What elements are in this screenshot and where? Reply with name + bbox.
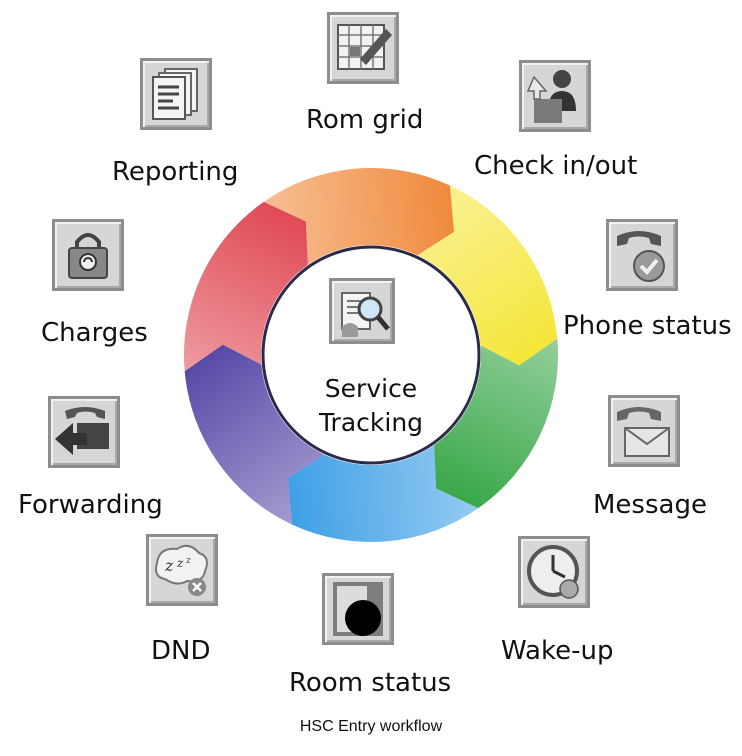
item-label-phone-status: Phone status bbox=[563, 311, 732, 341]
ring-segment bbox=[184, 344, 325, 525]
item-label-rom-grid: Rom grid bbox=[306, 105, 424, 135]
phone-status-icon bbox=[606, 219, 678, 291]
svg-text:z: z bbox=[176, 556, 184, 570]
clock-icon bbox=[518, 536, 590, 608]
message-icon bbox=[608, 395, 680, 467]
item-label-forwarding: Forwarding bbox=[18, 490, 163, 520]
reporting-icon bbox=[140, 58, 212, 130]
item-label-reporting: Reporting bbox=[112, 157, 239, 187]
caption: HSC Entry workflow bbox=[299, 718, 443, 735]
item-label-room-status: Room status bbox=[289, 668, 452, 698]
center-label: Service Tracking bbox=[304, 372, 438, 440]
ring-segment bbox=[417, 185, 558, 366]
ring-segment bbox=[184, 201, 308, 372]
center-label-line2: Tracking bbox=[318, 408, 424, 437]
charges-icon bbox=[52, 219, 124, 291]
svg-text:z: z bbox=[164, 556, 174, 575]
room-grid-icon bbox=[327, 12, 399, 84]
item-label-message: Message bbox=[593, 490, 707, 520]
ring-segment bbox=[287, 445, 479, 542]
check-in-out-icon bbox=[519, 60, 591, 132]
magnifier-document-icon bbox=[329, 278, 395, 344]
item-label-dnd: DND bbox=[151, 636, 211, 666]
room-status-icon bbox=[322, 573, 394, 645]
item-label-wake-up: Wake-up bbox=[501, 636, 614, 666]
ring-segment bbox=[263, 168, 455, 265]
ring-center-disc bbox=[261, 245, 481, 465]
ring-segment bbox=[434, 338, 558, 509]
forwarding-icon bbox=[48, 396, 120, 468]
item-label-charges: Charges bbox=[41, 318, 148, 348]
svg-text:z: z bbox=[185, 556, 191, 566]
dnd-icon: z z z bbox=[146, 534, 218, 606]
item-label-check-in-out: Check in/out bbox=[474, 151, 638, 181]
center-label-line1: Service bbox=[324, 374, 418, 403]
